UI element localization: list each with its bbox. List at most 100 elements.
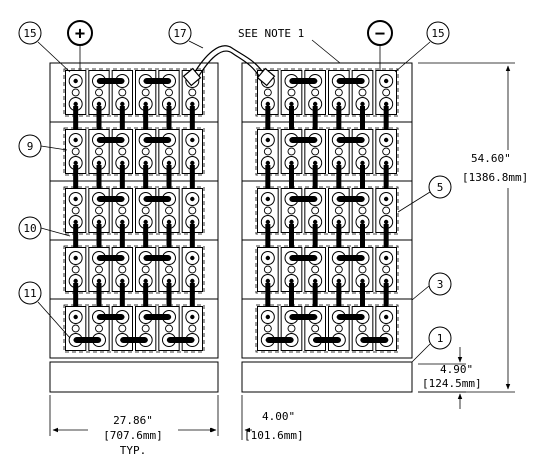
- tier-outline: [63, 68, 205, 117]
- gap-dimension: 4.00" [101.6mm]: [210, 395, 304, 442]
- callout-15-right-label: 15: [431, 27, 444, 40]
- cell-vent: [71, 147, 80, 156]
- negative-sign: −: [375, 24, 385, 44]
- intercell-strap: [336, 137, 365, 143]
- positive-sign: +: [75, 24, 85, 44]
- terminal-bolt: [265, 160, 271, 166]
- terminal-bolt: [190, 278, 195, 284]
- leader-15-right: [394, 41, 431, 73]
- leader-note: [311, 39, 341, 64]
- terminal-bolt: [265, 196, 271, 202]
- cell-vent: [141, 206, 150, 215]
- cable-outline-lower: [196, 50, 262, 80]
- terminal-bolt: [190, 101, 195, 107]
- cell-vent: [165, 147, 173, 156]
- terminal-bolt: [96, 160, 102, 166]
- rack-left: [49, 62, 219, 393]
- intertier-strap: [265, 165, 271, 209]
- rack-right: [241, 62, 413, 393]
- terminal-bolt: [120, 219, 125, 225]
- cell-vent: [334, 88, 343, 97]
- cell-vent: [382, 206, 391, 215]
- leader-10: [40, 227, 71, 237]
- intercell-strap: [336, 255, 365, 261]
- cell-vent: [287, 206, 296, 215]
- leader-lines: [37, 39, 431, 363]
- base-mm: [124.5mm]: [422, 377, 482, 390]
- terminal-bolt: [143, 278, 148, 284]
- callout-5: 5: [428, 175, 452, 199]
- cell-vent: [95, 324, 103, 333]
- cable-lug: [256, 67, 276, 87]
- callout-15-left-label: 15: [23, 27, 36, 40]
- terminal-bolt: [265, 314, 271, 320]
- intercell-strap: [289, 137, 318, 143]
- terminal-bolt: [336, 278, 342, 284]
- terminal-bolt: [143, 219, 148, 225]
- terminal-bolt: [73, 101, 78, 107]
- callout-9: 9: [18, 134, 42, 158]
- terminal-bolt: [265, 219, 271, 225]
- intertier-strap: [336, 165, 342, 209]
- intertier-strap: [73, 224, 79, 268]
- terminal-bolt: [336, 160, 342, 166]
- cell-vent: [382, 147, 391, 156]
- cell-vent: [188, 206, 197, 215]
- terminal-bolt: [336, 219, 342, 225]
- cell-vent: [382, 88, 391, 97]
- gap-mm: [101.6mm]: [244, 429, 304, 442]
- cell-vent: [71, 206, 80, 215]
- intertier-strap: [73, 283, 79, 327]
- terminal-bolt: [383, 196, 389, 202]
- intercell-strap: [143, 196, 171, 202]
- battery-racks: [49, 62, 413, 393]
- callout-3: 3: [428, 272, 452, 296]
- cell-vent: [263, 147, 272, 156]
- cell-vent: [287, 324, 296, 333]
- callout-10: 10: [18, 216, 42, 240]
- terminal-bolt: [360, 160, 365, 166]
- cell-vent: [263, 88, 272, 97]
- base-inches: 4.90": [440, 363, 473, 376]
- terminal-bolt: [143, 101, 148, 107]
- intercell-strap: [289, 78, 318, 84]
- intercell-strap: [97, 255, 125, 261]
- cell-vent: [71, 265, 80, 274]
- see-note-label: SEE NOTE 1: [238, 27, 304, 40]
- leader-5: [397, 191, 431, 213]
- cell-vent: [334, 206, 343, 215]
- intertier-strap: [265, 283, 271, 327]
- leader-1: [411, 343, 431, 363]
- terminal-bolt: [289, 219, 294, 225]
- leader-3: [411, 285, 430, 301]
- cell-vent: [118, 265, 127, 274]
- terminal-bolt: [190, 314, 195, 320]
- terminal-bolt: [360, 219, 365, 225]
- terminal-bolt: [312, 101, 318, 107]
- callout-15-right: 15: [426, 21, 450, 45]
- rack-tier-frame: [241, 298, 413, 359]
- intertier-strap: [383, 165, 389, 209]
- base-dimension: 4.90" [124.5mm]: [418, 347, 482, 409]
- rack-base: [241, 361, 413, 393]
- intertier-strap: [383, 283, 389, 327]
- height-mm: [1386.8mm]: [462, 171, 528, 184]
- intercell-strap: [97, 137, 125, 143]
- callout-1-label: 1: [437, 332, 444, 345]
- height-dimension: 54.60" [1386.8mm]: [418, 62, 528, 393]
- tier-outline: [63, 245, 205, 294]
- tier-outline: [255, 68, 399, 117]
- intercell-strap: [120, 337, 148, 343]
- terminal-bolt: [143, 160, 148, 166]
- cell-vent: [188, 265, 197, 274]
- intercell-strap: [167, 337, 195, 343]
- cell-vent: [311, 88, 320, 97]
- terminal-bolt: [190, 196, 195, 202]
- terminal-bolt: [96, 101, 102, 107]
- intercell-strap: [289, 314, 318, 320]
- cell-vent: [311, 265, 320, 274]
- tier-outline: [63, 304, 205, 353]
- intertier-strap: [336, 283, 342, 327]
- terminal-bolt: [265, 278, 271, 284]
